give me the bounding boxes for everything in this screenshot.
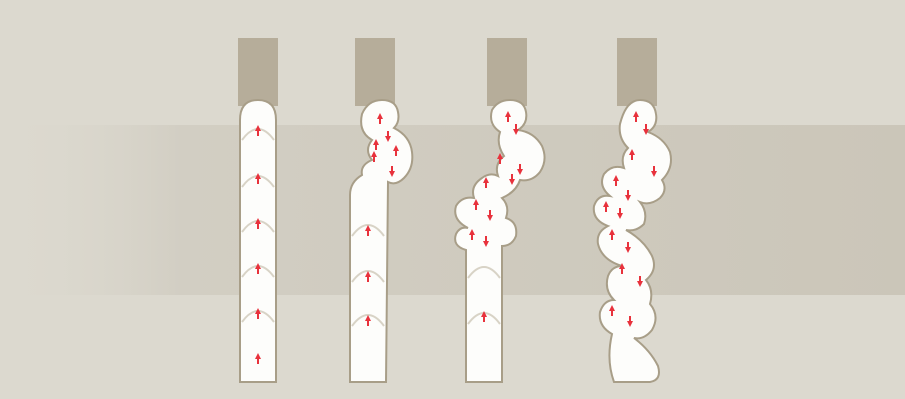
column-1-cap bbox=[238, 38, 278, 106]
column-1 bbox=[238, 38, 278, 382]
column-1-body bbox=[240, 100, 276, 382]
column-3-cap bbox=[487, 38, 527, 106]
column-4-cap bbox=[617, 38, 657, 106]
column-2-cap bbox=[355, 38, 395, 106]
background-band bbox=[0, 125, 905, 295]
